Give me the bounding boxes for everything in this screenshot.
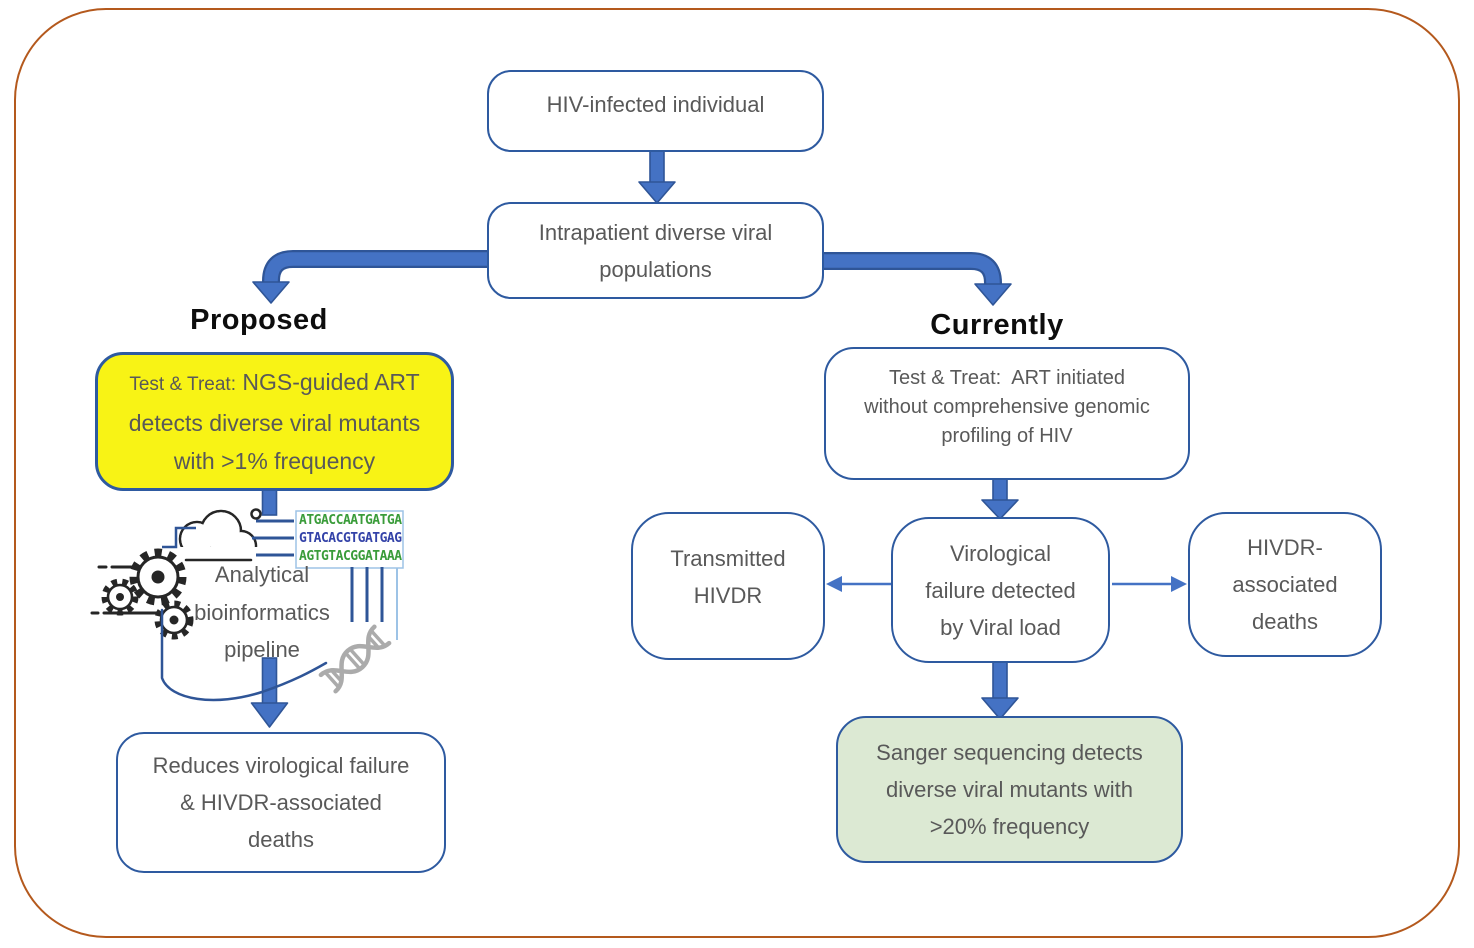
ngs-line1-text: NGS-guided ART [242, 369, 420, 395]
ngs-line3-text: with >1% frequency [173, 448, 376, 474]
pipeline-label-text: pipeline [224, 637, 300, 662]
cloud-icon [177, 508, 262, 563]
pipeline-label-text: Analytical [214, 562, 310, 587]
ngs-test-treat-box: Test & Treat: NGS-guided ART detects div… [95, 352, 454, 491]
art-initiated-text: without comprehensive genomic [864, 396, 1150, 418]
arrow-current-to-virological-icon [981, 477, 1019, 520]
dna-sequences: ATGACCAATGATGA GTACACGTGATGAG AGTGTACGGA… [299, 512, 402, 565]
reduces-failure-box: Reduces virological failure & HIVDR-asso… [116, 732, 446, 873]
hivdr-deaths-text: associated [1232, 572, 1338, 597]
arrow-ngs-to-pipeline-icon [261, 487, 278, 516]
sanger-sequencing-box: Sanger sequencing detects diverse viral … [836, 716, 1183, 863]
art-initiated-box: Test & Treat: ART initiated without comp… [824, 347, 1190, 480]
virological-text: by Viral load [940, 614, 1061, 640]
sanger-text: >20% frequency [929, 814, 1090, 839]
sequence-frame-icon [162, 510, 404, 640]
sanger-text: diverse viral mutants with [886, 777, 1133, 802]
dna-sequence-text: ATGACCAATGATGA [299, 513, 402, 528]
art-initiated-text: Test & Treat: ART initiated [888, 367, 1126, 389]
dna-sequence-text: AGTGTACGGATAAA [299, 548, 402, 564]
reduces-text: & HIVDR-associated [180, 790, 382, 815]
transmitted-hivdr-box: Transmitted HIVDR [631, 512, 825, 660]
sanger-text: Sanger sequencing detects [876, 740, 1143, 765]
branch-arrow-left-icon [252, 250, 489, 304]
virological-text: Virological [949, 540, 1052, 566]
pipeline-label-text: bioinformatics [194, 599, 330, 625]
reduces-text: Reduces virological failure [152, 753, 410, 778]
ngs-prefix-text: Test & Treat: [129, 374, 236, 395]
hiv-individual-text: HIV-infected individual [546, 91, 765, 117]
transmitted-text: HIVDR [693, 583, 763, 608]
hivdr-deaths-text: deaths [1251, 609, 1319, 634]
dna-sequence-text: GTACACGTGATGAG [299, 530, 402, 546]
pipeline-label: Analytical bioinformatics pipeline [148, 556, 376, 669]
arrow-to-transmitted-icon [826, 576, 891, 592]
intrapatient-text: populations [599, 256, 712, 282]
art-initiated-text: profiling of HIV [941, 425, 1073, 447]
dna-helix-icon [318, 624, 392, 694]
arrow-pipeline-to-reduces-head-icon [250, 702, 289, 728]
pipeline-swoosh-line-icon [160, 608, 328, 702]
branch-arrow-right-icon [822, 252, 1012, 306]
intrapatient-box: Intrapatient diverse viral populations [487, 202, 824, 299]
hivdr-deaths-text: HIVDR- [1247, 535, 1323, 560]
reduces-text: deaths [247, 827, 315, 852]
currently-heading: Currently [930, 309, 1064, 341]
intrapatient-text: Intrapatient diverse viral [538, 219, 773, 245]
hivdr-deaths-box: HIVDR- associated deaths [1188, 512, 1382, 657]
ngs-test-treat-text: Test & Treat: NGS-guided ART [129, 363, 419, 404]
hiv-individual-box: HIV-infected individual [487, 70, 824, 152]
arrow-to-deaths-icon [1112, 576, 1187, 592]
proposed-heading: Proposed [190, 304, 328, 336]
virological-failure-box: Virological failure detected by Viral lo… [891, 517, 1110, 663]
ngs-line2-text: detects diverse viral mutants [128, 410, 421, 436]
virological-text: failure detected [925, 577, 1076, 603]
arrow-virological-to-sanger-icon [981, 660, 1019, 720]
transmitted-text: Transmitted [670, 546, 786, 571]
arrow-hiv-to-intrapatient-icon [638, 149, 676, 204]
